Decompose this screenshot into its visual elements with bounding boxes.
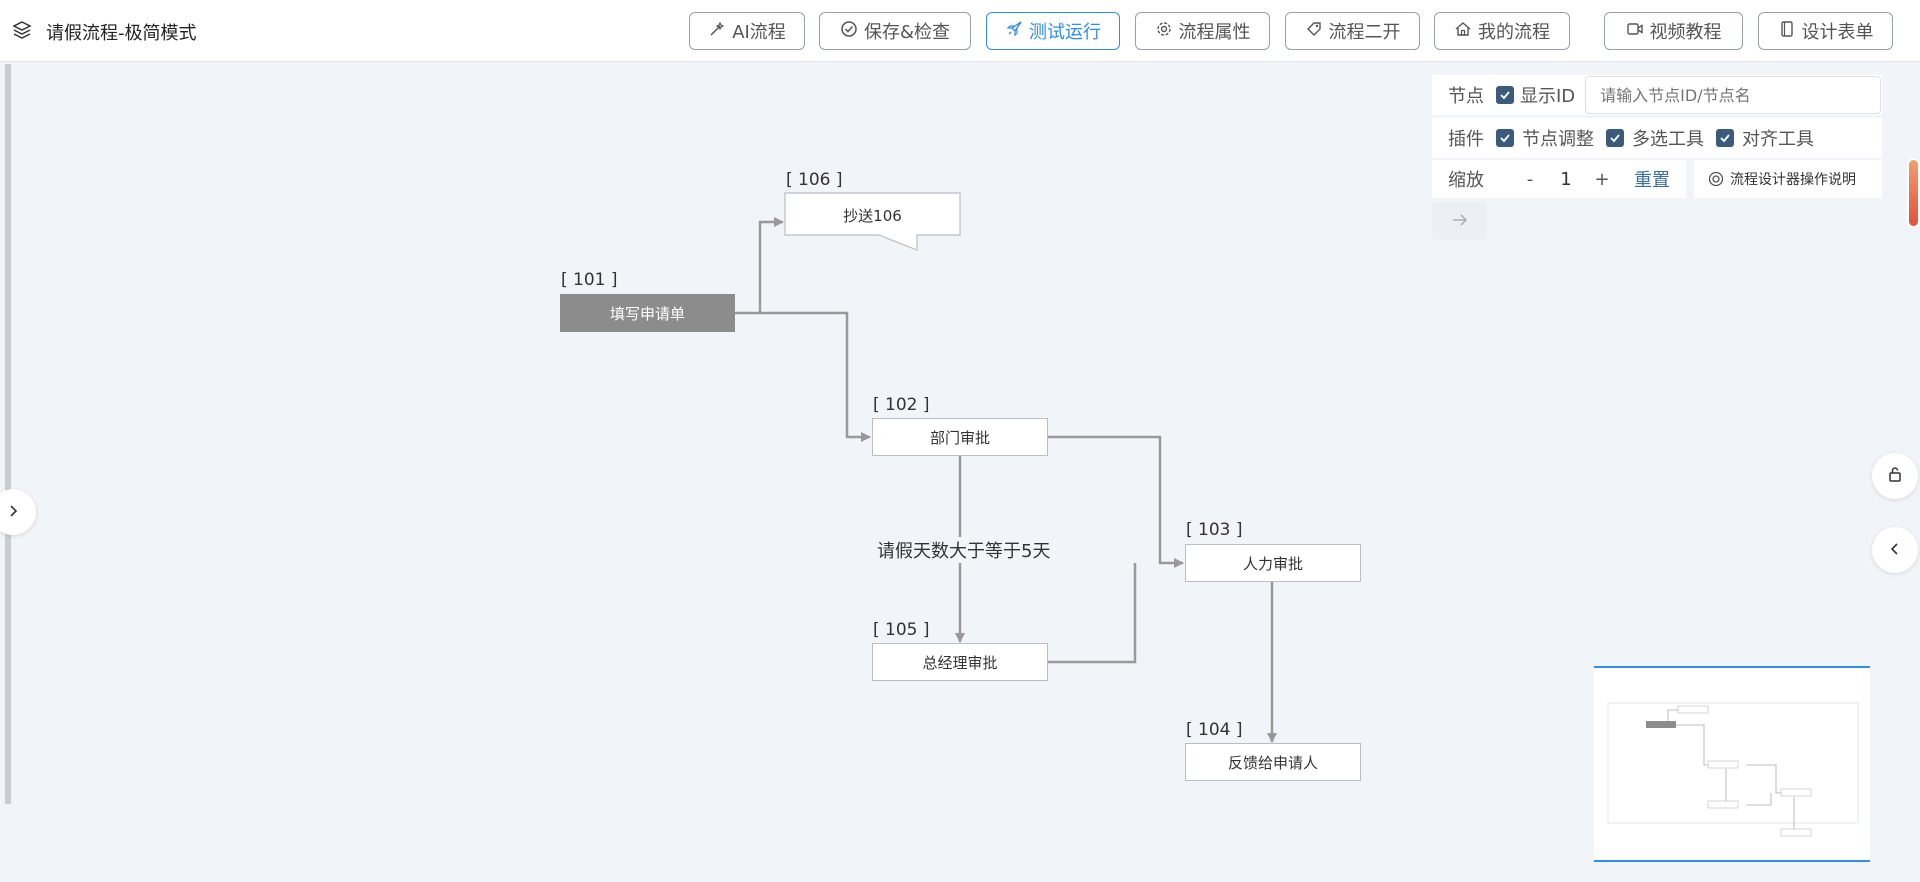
arrow-right-icon [1451, 212, 1469, 231]
test-run-button[interactable]: 测试运行 [986, 12, 1120, 50]
design-form-button[interactable]: 设计表单 [1758, 12, 1893, 50]
page-title: 请假流程-极简模式 [46, 23, 197, 44]
check-circle-icon [840, 20, 864, 43]
video-tutorial-label: 视频教程 [1649, 22, 1722, 43]
save-check-button[interactable]: 保存&检查 [819, 12, 971, 50]
edge-101-106 [758, 217, 784, 313]
multi-select-checkbox[interactable] [1606, 129, 1624, 147]
node-105-id: [ 105 ] [873, 620, 930, 640]
show-id-label: 显示ID [1520, 86, 1576, 107]
ai-flow-button[interactable]: AI流程 [689, 12, 805, 50]
minimap-preview [1607, 702, 1859, 837]
node-106-label: 抄送106 [843, 206, 902, 225]
node-101-id: [ 101 ] [561, 270, 618, 290]
chevron-left-icon [1888, 541, 1902, 560]
gear-icon [1155, 20, 1179, 43]
edge-101-102 [735, 311, 871, 442]
node-106-id: [ 106 ] [786, 170, 843, 190]
flow-properties-button[interactable]: 流程属性 [1135, 12, 1270, 50]
minimap[interactable] [1594, 666, 1870, 862]
expand-left-panel-button[interactable] [0, 489, 36, 535]
flow-properties-label: 流程属性 [1178, 22, 1251, 43]
wand-icon [708, 20, 732, 43]
node-adjust-label: 节点调整 [1522, 129, 1594, 150]
home-icon [1454, 20, 1478, 43]
help-circle-icon [1708, 171, 1724, 187]
zoom-value: 1 [1560, 168, 1572, 190]
flow-node-102[interactable]: 部门审批 [872, 418, 1048, 456]
flow-node-106[interactable]: 抄送106 [785, 194, 960, 236]
node-search-input[interactable] [1585, 76, 1882, 114]
flow-node-105[interactable]: 总经理审批 [872, 643, 1048, 681]
node-101-label: 填写申请单 [609, 304, 685, 323]
zoom-in-button[interactable]: + [1594, 168, 1610, 190]
edge-condition-label[interactable]: 请假天数大于等于5天 [877, 537, 1051, 563]
node-105-label: 总经理审批 [922, 653, 998, 672]
video-icon [1626, 20, 1650, 43]
plugins-row: 插件 节点调整 多选工具 对齐工具 [1432, 118, 1882, 158]
collapse-right-panel-button[interactable] [1872, 527, 1918, 573]
zoom-reset-button[interactable]: 重置 [1634, 170, 1670, 191]
edge-102-103 [1048, 435, 1184, 568]
zoom-row: 缩放 - 1 + 重置 [1432, 160, 1686, 198]
video-tutorial-button[interactable]: 视频教程 [1604, 12, 1743, 50]
node-search-row: 节点 显示ID [1432, 75, 1882, 115]
plugin-label: 插件 [1448, 129, 1484, 150]
rocket-icon [1005, 20, 1029, 43]
align-tool-label: 对齐工具 [1742, 129, 1814, 150]
help-button[interactable]: 流程设计器操作说明 [1694, 160, 1882, 198]
chevron-right-icon [6, 503, 20, 522]
multi-select-label: 多选工具 [1632, 129, 1704, 150]
save-check-label: 保存&检查 [863, 22, 951, 43]
my-flow-button[interactable]: 我的流程 [1434, 12, 1570, 50]
ai-flow-label: AI流程 [732, 22, 786, 43]
form-icon [1778, 20, 1802, 43]
flow-dev-button[interactable]: 流程二开 [1285, 12, 1420, 50]
node-102-id: [ 102 ] [873, 395, 930, 415]
align-tool-checkbox[interactable] [1716, 129, 1734, 147]
lock-button[interactable] [1872, 453, 1918, 499]
help-label: 流程设计器操作说明 [1730, 172, 1856, 188]
zoom-label: 缩放 [1448, 170, 1484, 191]
next-step-button[interactable] [1432, 202, 1487, 240]
flow-dev-label: 流程二开 [1328, 22, 1401, 43]
cc-node-shape [784, 192, 961, 251]
left-scroll-strip [5, 64, 11, 804]
design-form-label: 设计表单 [1801, 22, 1874, 43]
right-scrollbar[interactable] [1909, 160, 1918, 226]
show-id-checkbox[interactable] [1496, 86, 1514, 104]
node-103-label: 人力审批 [1242, 554, 1303, 573]
node-104-id: [ 104 ] [1186, 720, 1243, 740]
unlock-icon [1886, 465, 1904, 487]
my-flow-label: 我的流程 [1478, 22, 1550, 43]
node-adjust-checkbox[interactable] [1496, 129, 1514, 147]
flow-node-104[interactable]: 反馈给申请人 [1185, 743, 1361, 781]
node-103-id: [ 103 ] [1186, 520, 1243, 540]
node-102-label: 部门审批 [929, 428, 990, 447]
node-104-label: 反馈给申请人 [1227, 753, 1318, 772]
tag-icon [1305, 20, 1329, 43]
node-label: 节点 [1448, 86, 1484, 107]
top-toolbar: 请假流程-极简模式 AI流程 保存&检查 测试运行 流程属性 流程二开 我的流程… [0, 0, 1920, 62]
title-area: 请假流程-极简模式 [12, 18, 197, 46]
zoom-out-button[interactable]: - [1526, 168, 1534, 190]
layers-icon [12, 20, 32, 44]
flow-node-103[interactable]: 人力审批 [1185, 544, 1361, 582]
edge-105-103 [1048, 563, 1137, 664]
test-run-label: 测试运行 [1029, 22, 1101, 43]
flow-node-101[interactable]: 填写申请单 [560, 294, 735, 332]
